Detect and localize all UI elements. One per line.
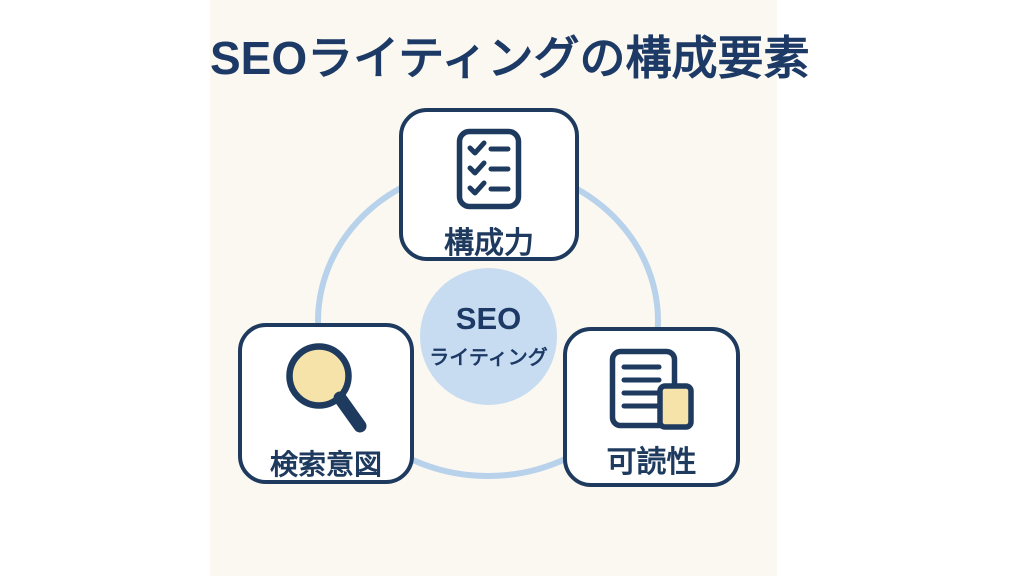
node-card-readability: 可読性 bbox=[563, 327, 740, 487]
node-label-readability: 可読性 bbox=[606, 446, 697, 479]
center-circle-subtitle: ライティング bbox=[429, 346, 548, 369]
node-label-search-intent: 検索意図 bbox=[269, 449, 382, 480]
page-title: SEOライティングの構成要素 bbox=[210, 32, 810, 84]
node-card-search-intent: 検索意図 bbox=[238, 323, 414, 484]
magnifying-glass-icon bbox=[283, 343, 369, 443]
node-card-structure: 構成力 bbox=[399, 108, 579, 261]
node-label-structure: 構成力 bbox=[444, 227, 534, 260]
center-circle: SEO ライティング bbox=[420, 268, 557, 405]
center-circle-title: SEO bbox=[455, 301, 522, 337]
document-icon bbox=[609, 348, 695, 430]
checklist-icon bbox=[456, 128, 522, 210]
